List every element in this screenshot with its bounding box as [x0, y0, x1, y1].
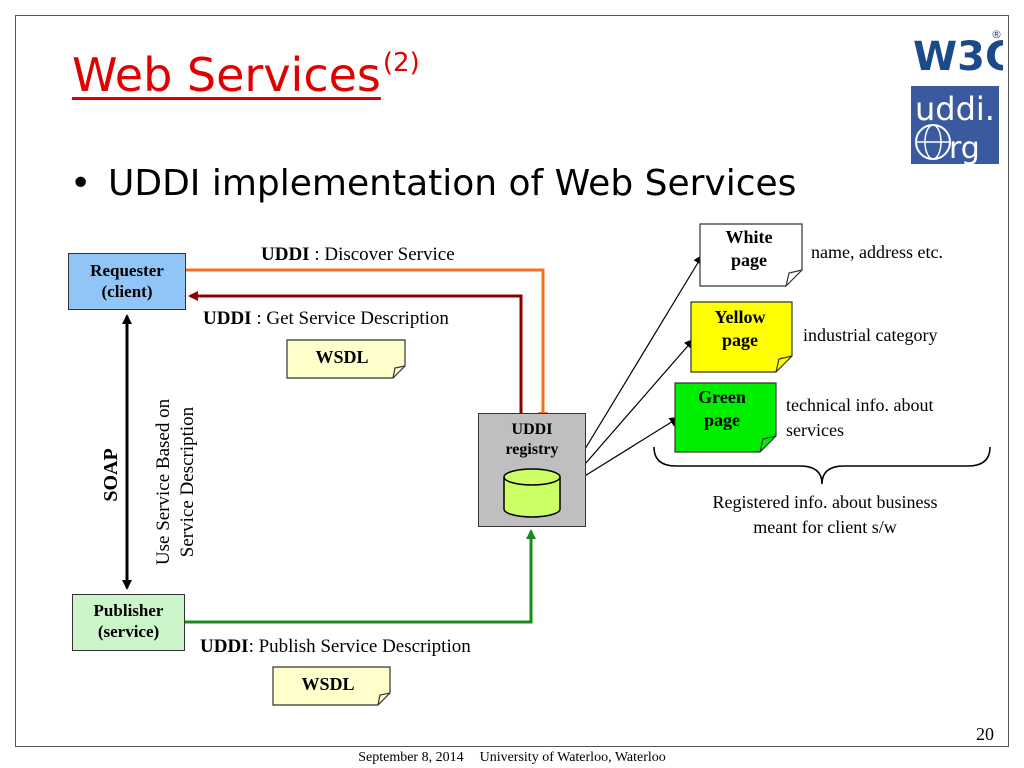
footer-institution: University of Waterloo, Waterloo [479, 750, 666, 765]
uddi-org-logo: uddi. rg [911, 86, 999, 164]
bullet-symbol: • [70, 163, 92, 204]
use-service-label: Use Service Based on Service Description [152, 372, 204, 592]
title-superscript: (2) [382, 48, 420, 78]
registered-info-label: Registered info. about business meant fo… [660, 490, 990, 540]
bullet-point: • UDDI implementation of Web Services [70, 164, 796, 204]
bullet-text: UDDI implementation of Web Services [108, 163, 797, 204]
green-description-line1: technical info. about [786, 395, 934, 415]
uddi-registry-label: UDDI registry [505, 421, 559, 458]
get-description-arrow [188, 291, 523, 413]
slide-frame [15, 15, 1009, 747]
publisher-service-box: Publisher (service) [72, 594, 185, 651]
page-number: 20 [976, 724, 994, 744]
white-page-description: name, address etc. [811, 242, 943, 262]
w3c-registered-mark: ® [991, 28, 1002, 41]
yellow-page-description: industrial category [803, 325, 938, 345]
yellow-page-note-shape [690, 301, 793, 373]
uddi-logo-line1: uddi. [915, 90, 995, 128]
white-page-note: White page [725, 227, 773, 271]
w3c-logo-text: W3C [913, 34, 1003, 80]
registered-info-brace [653, 446, 991, 485]
registry-to-yellow-page-arrow [564, 338, 695, 488]
wsdl-bottom-note-shape [272, 666, 391, 706]
yellow-page-note: Yellow page [714, 307, 766, 351]
wsdl-top-note: WSDL [315, 347, 369, 367]
discover-label-bold: UDDI [261, 244, 310, 265]
wsdl-top-note-shape [286, 339, 406, 379]
use-service-line1: Use Service Based on [153, 398, 174, 566]
wsdl-bottom-note: WSDL [301, 674, 355, 694]
publish-label-text: : Publish Service Description [248, 636, 471, 657]
green-description-line2: services [786, 420, 844, 441]
green-page-note: Green page [698, 387, 746, 431]
publish-description-label: UDDI: Publish Service Description [200, 636, 471, 658]
publish-label-bold: UDDI [200, 636, 249, 657]
discover-arrow [186, 268, 548, 422]
publish-arrow [185, 529, 536, 624]
slide-footer: September 8, 2014 University of Waterloo,… [0, 750, 1024, 766]
get-description-label: UDDI : Get Service Description [203, 308, 449, 330]
discover-service-label: UDDI : Discover Service [261, 244, 455, 266]
soap-label: SOAP [100, 448, 122, 502]
white-page-note-shape [699, 223, 803, 287]
w3c-logo: W3C ® [911, 24, 1003, 80]
footer-date: September 8, 2014 [358, 750, 464, 765]
requester-client-box: Requester (client) [68, 253, 186, 310]
green-page-description: technical info. about services [786, 393, 933, 443]
get-description-label-text: : Get Service Description [251, 308, 449, 329]
slide-title: Web Services(2) [72, 50, 420, 98]
registered-info-line1: Registered info. about business [712, 492, 938, 512]
registered-info-line2: meant for client s/w [753, 517, 897, 538]
green-page-note-shape [674, 382, 777, 453]
get-description-label-bold: UDDI [203, 308, 252, 329]
use-service-line2: Service Description [177, 406, 198, 558]
uddi-logo-line2: rg [949, 131, 980, 164]
discover-label-text: : Discover Service [309, 244, 455, 265]
title-text: Web Services [72, 48, 381, 102]
